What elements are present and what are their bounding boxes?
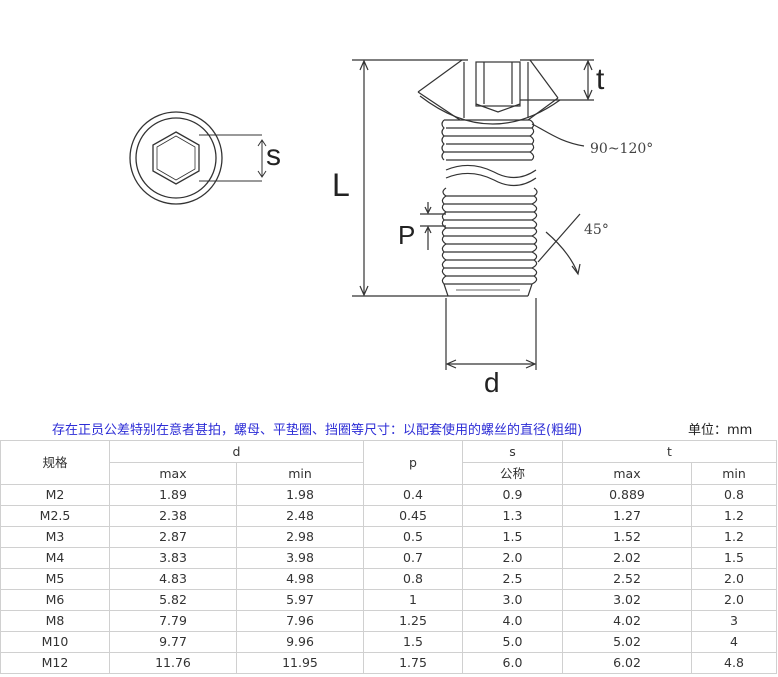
- technical-drawing: s: [129, 59, 653, 398]
- dimension-P-label: P: [398, 220, 415, 250]
- cell-spec: M5: [0, 568, 110, 590]
- unit-text: 单位：mm: [688, 423, 753, 438]
- cell-p: 1.5: [363, 631, 463, 653]
- cell-t-max: 3.02: [562, 589, 692, 611]
- header-d-min: min: [236, 462, 364, 485]
- cell-spec: M3: [0, 526, 110, 548]
- cell-p: 0.8: [363, 568, 463, 590]
- cell-d-min: 9.96: [236, 631, 364, 653]
- cell-t-max: 0.889: [562, 484, 692, 506]
- cell-s: 3.0: [462, 589, 563, 611]
- cell-t-min: 1.5: [691, 547, 777, 569]
- cell-t-min: 1.2: [691, 505, 777, 527]
- cell-d-max: 5.82: [109, 589, 237, 611]
- cell-spec: M6: [0, 589, 110, 611]
- cell-spec: M12: [0, 652, 110, 674]
- cell-d-max: 3.83: [109, 547, 237, 569]
- header-d: d: [109, 440, 364, 463]
- cell-t-min: 4: [691, 631, 777, 653]
- end-view: [129, 111, 267, 205]
- header-p: p: [363, 440, 463, 485]
- cell-t-min: 4.8: [691, 652, 777, 674]
- cell-d-max: 2.87: [109, 526, 237, 548]
- header-t-min: min: [691, 462, 777, 485]
- cell-d-max: 1.89: [109, 484, 237, 506]
- cell-t-max: 4.02: [562, 610, 692, 632]
- cell-d-max: 2.38: [109, 505, 237, 527]
- cell-p: 1.75: [363, 652, 463, 674]
- header-d-max: max: [109, 462, 237, 485]
- cell-d-min: 2.98: [236, 526, 364, 548]
- cell-s: 6.0: [462, 652, 563, 674]
- cell-s: 5.0: [462, 631, 563, 653]
- cell-p: 0.4: [363, 484, 463, 506]
- cell-p: 0.7: [363, 547, 463, 569]
- cell-t-min: 1.2: [691, 526, 777, 548]
- note-bar: 存在正员公差特别在意者甚拍，螺母、平垫圈、挡圈等尺寸：以配套使用的螺丝的直径(粗…: [0, 416, 778, 440]
- cell-t-max: 6.02: [562, 652, 692, 674]
- cell-t-min: 0.8: [691, 484, 777, 506]
- cell-p: 0.45: [363, 505, 463, 527]
- cell-t-max: 5.02: [562, 631, 692, 653]
- cell-t-max: 2.52: [562, 568, 692, 590]
- header-t-max: max: [562, 462, 692, 485]
- dimension-L-label: L: [332, 167, 350, 203]
- cell-t-min: 2.0: [691, 568, 777, 590]
- cell-d-min: 2.48: [236, 505, 364, 527]
- cell-p: 1.25: [363, 610, 463, 632]
- cell-s: 0.9: [462, 484, 563, 506]
- cell-t-max: 1.52: [562, 526, 692, 548]
- header-s-nominal: 公称: [462, 462, 563, 485]
- cell-d-min: 1.98: [236, 484, 364, 506]
- cell-t-min: 2.0: [691, 589, 777, 611]
- cell-s: 1.3: [462, 505, 563, 527]
- cell-spec: M10: [0, 631, 110, 653]
- cell-t-max: 1.27: [562, 505, 692, 527]
- cell-p: 0.5: [363, 526, 463, 548]
- table-header-row: 规格 d p s t: [0, 440, 777, 485]
- cell-d-min: 5.97: [236, 589, 364, 611]
- cell-d-min: 4.98: [236, 568, 364, 590]
- cell-spec: M8: [0, 610, 110, 632]
- cell-d-max: 7.79: [109, 610, 237, 632]
- cell-d-min: 3.98: [236, 547, 364, 569]
- cell-s: 2.5: [462, 568, 563, 590]
- set-screw-diagram: s: [129, 59, 653, 398]
- cell-t-max: 2.02: [562, 547, 692, 569]
- note-text: 存在正员公差特别在意者甚拍，螺母、平垫圈、挡圈等尺寸：以配套使用的螺丝的直径(粗…: [52, 423, 583, 438]
- cell-d-min: 7.96: [236, 610, 364, 632]
- cell-d-max: 11.76: [109, 652, 237, 674]
- cell-p: 1: [363, 589, 463, 611]
- dimension-s-label: s: [266, 139, 281, 172]
- angle-bottom-label: 45°: [584, 222, 609, 238]
- cell-t-min: 3: [691, 610, 777, 632]
- angle-top-label: 90~120°: [590, 141, 653, 157]
- cell-s: 4.0: [462, 610, 563, 632]
- cell-spec: M2: [0, 484, 110, 506]
- cell-s: 2.0: [462, 547, 563, 569]
- cell-d-max: 9.77: [109, 631, 237, 653]
- side-view: [352, 59, 594, 370]
- cell-d-min: 11.95: [236, 652, 364, 674]
- header-s: s: [462, 440, 563, 463]
- dimension-t-label: t: [596, 63, 605, 96]
- cell-d-max: 4.83: [109, 568, 237, 590]
- dimension-d-label: d: [484, 367, 500, 398]
- cell-spec: M2.5: [0, 505, 110, 527]
- cell-s: 1.5: [462, 526, 563, 548]
- cell-spec: M4: [0, 547, 110, 569]
- header-spec: 规格: [0, 440, 110, 485]
- header-t: t: [562, 440, 777, 463]
